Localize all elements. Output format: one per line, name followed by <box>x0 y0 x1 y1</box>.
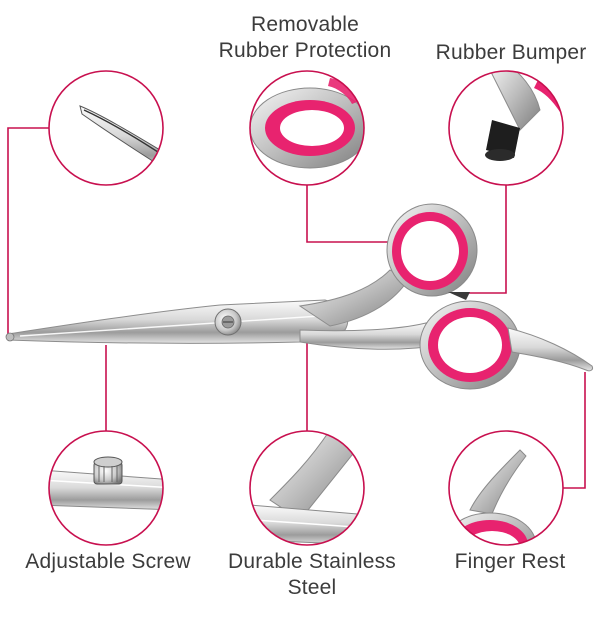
detail-stainless-steel <box>249 430 365 546</box>
leader-rubber <box>306 185 398 243</box>
leader-tip <box>7 127 49 335</box>
finger-rest-tang <box>507 327 593 372</box>
label-rubber-bumper: Rubber Bumper <box>426 40 596 66</box>
label-removable-rubber-protection: Removable Rubber Protection <box>205 12 405 64</box>
label-adjustable-screw-text: Adjustable Screw <box>25 550 191 573</box>
label-finger-rest: Finger Rest <box>444 549 576 575</box>
detail-rubber-ring <box>249 70 365 186</box>
label-adjustable-screw: Adjustable Screw <box>16 549 200 575</box>
leader-bumper <box>462 185 507 294</box>
detail-blade-tip <box>48 70 164 186</box>
leader-finger <box>563 372 586 489</box>
label-removable-line2: Rubber Protection <box>218 39 392 62</box>
label-removable-line1: Removable <box>250 13 360 36</box>
label-durable-stainless-steel: Durable Stainless Steel <box>218 549 406 601</box>
label-durable-line1: Durable Stainless <box>228 550 396 573</box>
label-rubber-bumper-text: Rubber Bumper <box>435 41 587 64</box>
leader-lines <box>7 127 586 489</box>
main-scissors <box>5 203 593 390</box>
label-durable-line2: Steel <box>287 576 337 599</box>
detail-rubber-bumper <box>448 70 564 186</box>
detail-adjustable-screw <box>48 430 164 546</box>
label-finger-rest-text: Finger Rest <box>454 550 566 573</box>
blade <box>7 299 349 344</box>
